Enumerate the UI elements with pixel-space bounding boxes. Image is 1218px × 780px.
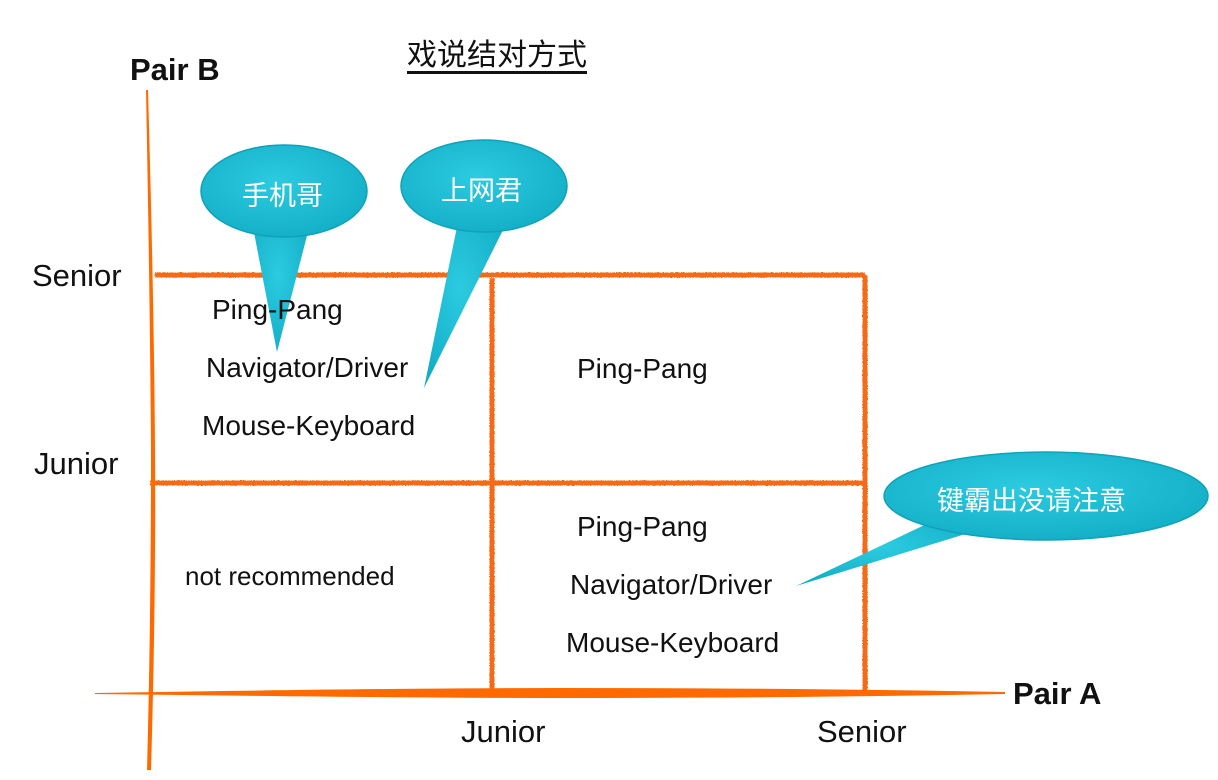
cell-br-navigator-driver: Navigator/Driver (570, 569, 773, 600)
cell-tl-ping-pang: Ping-Pang (212, 294, 343, 325)
x-tick-senior: Senior (817, 714, 907, 749)
cell-tr-ping-pang: Ping-Pang (577, 353, 708, 384)
callout-phone-bubble (200, 144, 368, 352)
callout-keyboard-bubble (796, 451, 1209, 586)
cell-tl-mouse-keyboard: Mouse-Keyboard (202, 410, 416, 441)
callout-internet-text: 上网君 (441, 176, 522, 207)
y-tick-senior: Senior (32, 258, 122, 293)
cell-tl-navigator-driver: Navigator/Driver (206, 352, 409, 383)
callout-phone-text: 手机哥 (242, 181, 323, 212)
cell-br-ping-pang: Ping-Pang (577, 511, 708, 542)
cell-bl-not-recommended: not recommended (185, 561, 395, 591)
callout-keyboard-text: 键霸出没请注意 (937, 486, 1126, 517)
x-axis-line (95, 688, 1005, 698)
y-axis-line (146, 90, 156, 770)
y-axis-title: Pair B (130, 52, 220, 87)
y-tick-junior: Junior (34, 446, 119, 481)
callout-internet-bubble (400, 139, 568, 388)
x-tick-junior: Junior (461, 714, 546, 749)
x-axis-title: Pair A (1013, 676, 1102, 711)
cell-br-mouse-keyboard: Mouse-Keyboard (566, 627, 780, 658)
diagram-title: 戏说结对方式 (407, 38, 587, 73)
